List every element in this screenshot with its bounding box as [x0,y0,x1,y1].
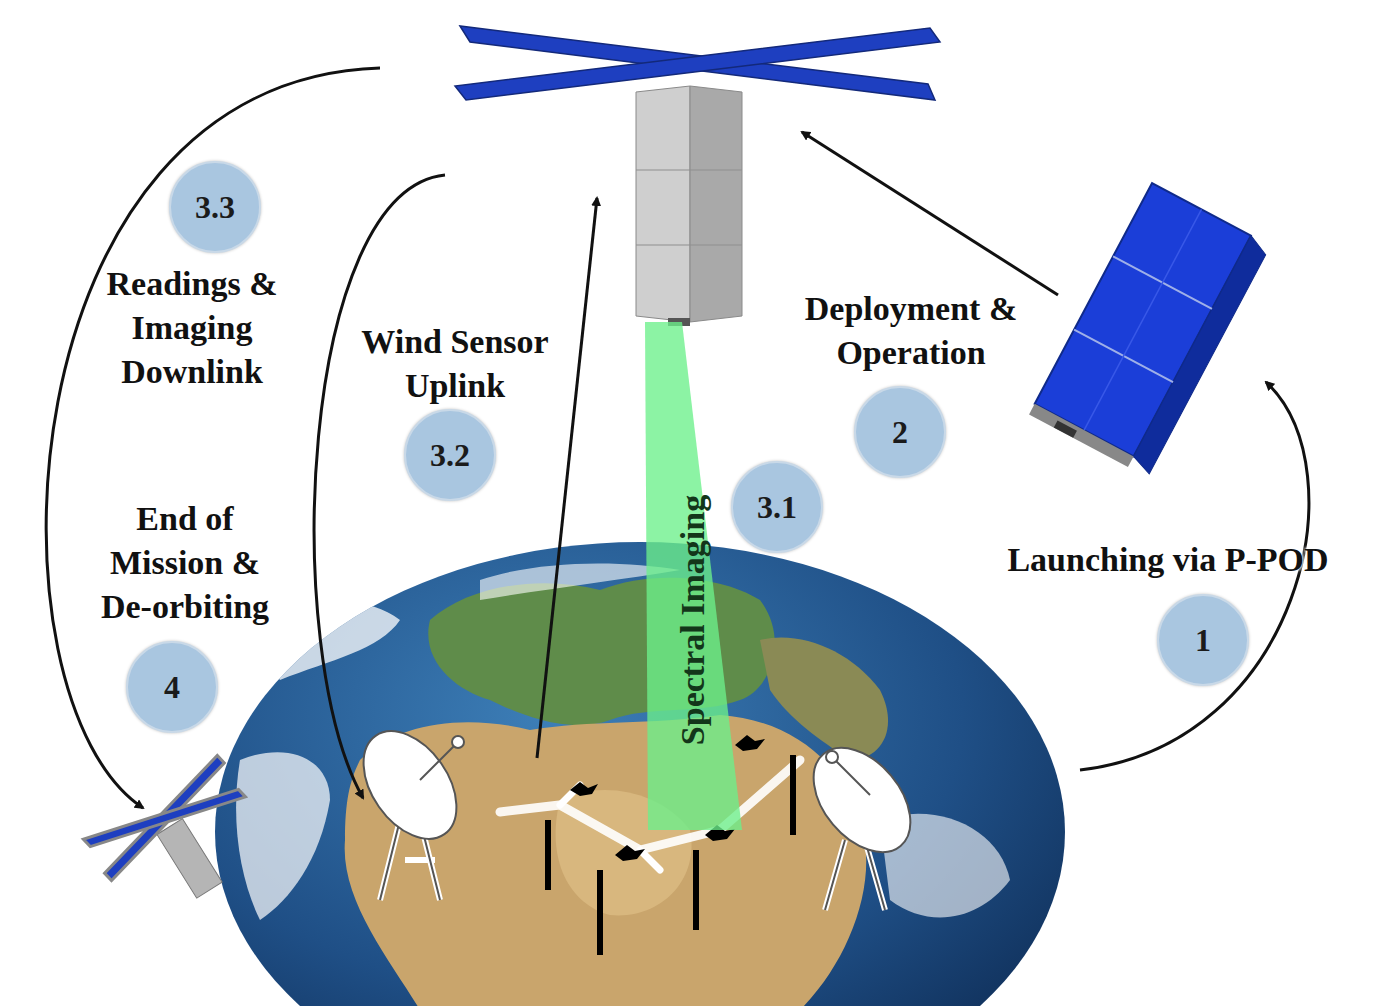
phase-label: Readings & Imaging Downlink [87,262,297,394]
phase-label: End of Mission & De-orbiting [85,497,285,629]
phase-label: Launching via P-POD [968,538,1368,582]
step-circle: 3.2 [404,409,496,501]
callout-number: 2 [892,414,908,451]
callout-number: 4 [164,669,180,706]
ground-station [794,730,929,910]
callout-number: 3.3 [195,189,235,226]
step-circle: 2 [854,386,946,478]
callout-number: 1 [1195,622,1211,659]
phase-label: Deployment & Operation [776,287,1046,375]
cubesat [1029,183,1270,477]
phase-label: Wind Sensor Uplink [335,320,575,408]
step-circle: 4 [126,641,218,733]
beam-label: Spectral Imaging [674,495,712,745]
callout-number: 3.2 [430,437,470,474]
step-circle: 1 [1157,594,1249,686]
satellite [455,26,940,326]
step-circle: 3.3 [169,161,261,253]
step-circle: 3.1 [731,461,823,553]
earth [215,542,1065,1006]
ground-station [344,714,475,900]
imaging-beam: Spectral Imaging [645,322,745,832]
callout-number: 3.1 [757,489,797,526]
